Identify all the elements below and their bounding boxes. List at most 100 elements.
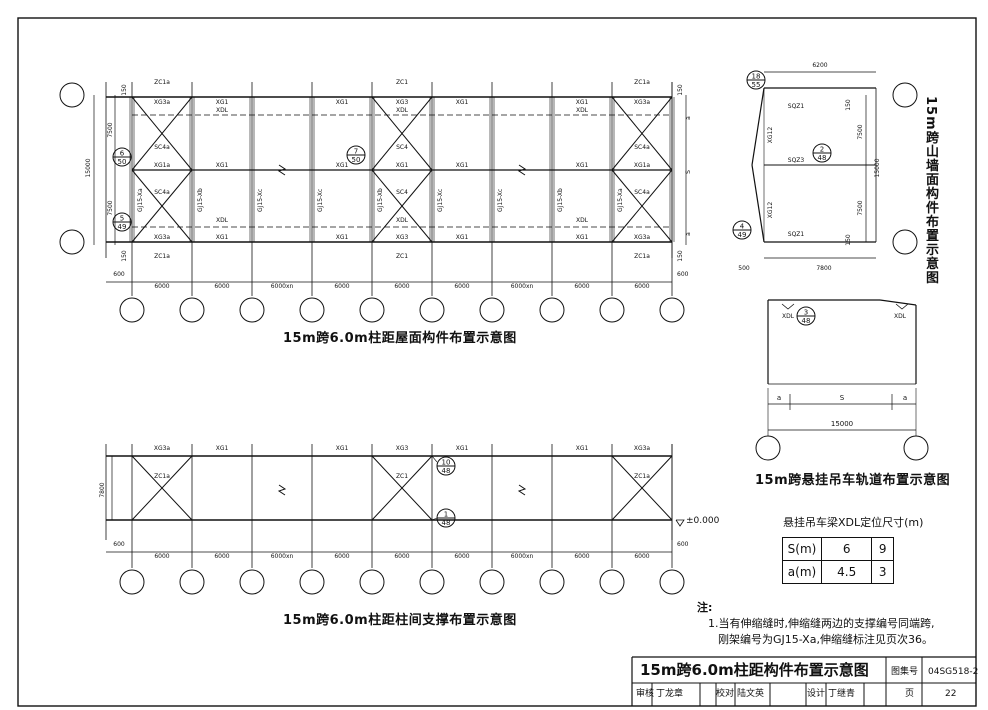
sc-label: SC4a [634, 144, 650, 151]
gable-half-dim: 7500 [857, 200, 864, 215]
axis-bubble [59, 229, 85, 255]
xdl-row-value: 9 [871, 537, 894, 561]
member-label: XG3a [634, 445, 651, 452]
gable-roof-slope [751, 164, 765, 243]
page-label: 页 [905, 689, 915, 699]
member-label: XG1a [154, 162, 171, 169]
gable-column-label: XG12 [767, 127, 774, 144]
axis-bubble [599, 297, 625, 323]
frame-label: GJ15-Xb [557, 188, 564, 212]
member-label: XG3a [154, 445, 171, 452]
xdl-label: XDL [396, 217, 409, 224]
ref-leader [431, 517, 438, 521]
crane-a-dim: a [903, 394, 907, 402]
gable-strut-label: SQZ1 [788, 103, 805, 110]
total-width-dim: 15000 [85, 158, 92, 177]
notes-line-1: 1.当有伸缩缝时,伸缩缝两边的支撑编号同端跨, [708, 617, 935, 630]
bay-dimension: 6000xn [511, 553, 534, 560]
detail-ref-page: 49 [738, 231, 747, 239]
xdl-label: XDL [216, 107, 229, 114]
gable-edge-dim: 150 [845, 234, 852, 246]
bay-dimension: 6000 [574, 553, 589, 560]
member-label: XG1 [456, 162, 469, 169]
a-dim: a [685, 116, 692, 120]
bay-dimension: 6000xn [271, 283, 294, 290]
brace-label: ZC1 [396, 473, 408, 480]
xdl-row-value: 6 [820, 537, 873, 561]
column-brace-x [371, 455, 433, 521]
axis-bubble [419, 569, 445, 595]
bay-dimension: 6000 [454, 283, 469, 290]
brace-label: ZC1 [396, 253, 408, 260]
design-label: 设计 [807, 689, 826, 699]
half-width-dim: 7500 [107, 200, 114, 215]
frame-label: GJ15-Xa [137, 188, 144, 212]
axis-bubble [599, 569, 625, 595]
end-offset-dim: 600 [677, 541, 689, 548]
member-label: XG3a [154, 234, 171, 241]
bay-dimension: 6000 [394, 553, 409, 560]
sc-label: SC4a [154, 189, 170, 196]
member-label: XG1 [336, 234, 349, 241]
xdl-table: S(m) 6 9 a(m) 4.5 3 [782, 537, 894, 584]
brace-label: ZC1a [154, 79, 170, 86]
axis-bubble [903, 435, 929, 461]
sc-label: SC4a [154, 144, 170, 151]
axis-bubble [479, 569, 505, 595]
axis-bubble [59, 82, 85, 108]
gable-half-dim: 7500 [857, 124, 864, 139]
member-label: XG1 [456, 445, 469, 452]
detail-ref-page: 55 [752, 81, 761, 89]
frame-label: GJ15-Xb [377, 188, 384, 212]
member-label: XG1 [576, 162, 589, 169]
brace-label: ZC1a [154, 473, 170, 480]
atlas-number: 04SG518-2 [928, 667, 979, 677]
bay-dimension: 6000 [454, 553, 469, 560]
edge-dim: 150 [121, 250, 128, 262]
xdl-label: XDL [576, 217, 589, 224]
s-dim: S [685, 170, 692, 174]
xdl-label: XDL [894, 313, 907, 320]
detail-ref-page: 50 [352, 156, 361, 164]
detail-ref-number: 3 [804, 309, 808, 317]
break-mark [517, 164, 527, 176]
height-dim: 7800 [99, 482, 106, 497]
detail-ref-page: 48 [442, 467, 451, 475]
xdl-row-label: S(m) [782, 537, 822, 561]
edge-dim: 150 [677, 250, 684, 262]
brace-label: ZC1a [634, 473, 650, 480]
member-label: XG1 [216, 99, 229, 106]
detail-ref-number: 1 [444, 511, 448, 519]
gable-top-dim: 6200 [812, 62, 827, 69]
bay-dimension: 6000 [154, 283, 169, 290]
end-offset-dim: 600 [677, 271, 689, 278]
detail-ref-number: 5 [120, 215, 124, 223]
axis-bubble [179, 297, 205, 323]
axis-bubble [119, 297, 145, 323]
roof-brace-x [371, 96, 433, 171]
break-mark [277, 484, 287, 496]
xdl-table-row: a(m) 4.5 3 [782, 560, 894, 584]
edge-dim: 150 [121, 84, 128, 96]
xdl-row-label: a(m) [782, 560, 822, 584]
member-label: XG1 [576, 99, 589, 106]
notes-line-2: 刚架编号为GJ15-Xa,伸缩缝标注见页次36。 [718, 633, 933, 646]
member-label: XG1 [456, 99, 469, 106]
xdl-table-row: S(m) 6 9 [782, 537, 894, 561]
frame-label: GJ15-Xa [617, 188, 624, 212]
axis-bubble [539, 297, 565, 323]
crane-caption: 15m跨悬挂吊车轨道布置示意图 [755, 473, 951, 488]
member-label: XG1 [576, 445, 589, 452]
check-name: 陆文英 [737, 689, 765, 699]
detail-ref-number: 2 [820, 146, 824, 154]
gable-vertical-title: 15m跨山墙面构件布置示意图 [923, 96, 938, 285]
check-label: 校对 [716, 689, 735, 699]
review-label: 审核 [636, 689, 655, 699]
edge-dim: 150 [677, 84, 684, 96]
member-label: XG1 [576, 234, 589, 241]
detail-ref-number: 18 [752, 73, 761, 81]
sc-label: SC4 [396, 189, 408, 196]
xdl-row-value: 3 [871, 560, 894, 584]
bay-dimension: 6000xn [271, 553, 294, 560]
frame-label: GJ15-Xc [317, 189, 324, 212]
